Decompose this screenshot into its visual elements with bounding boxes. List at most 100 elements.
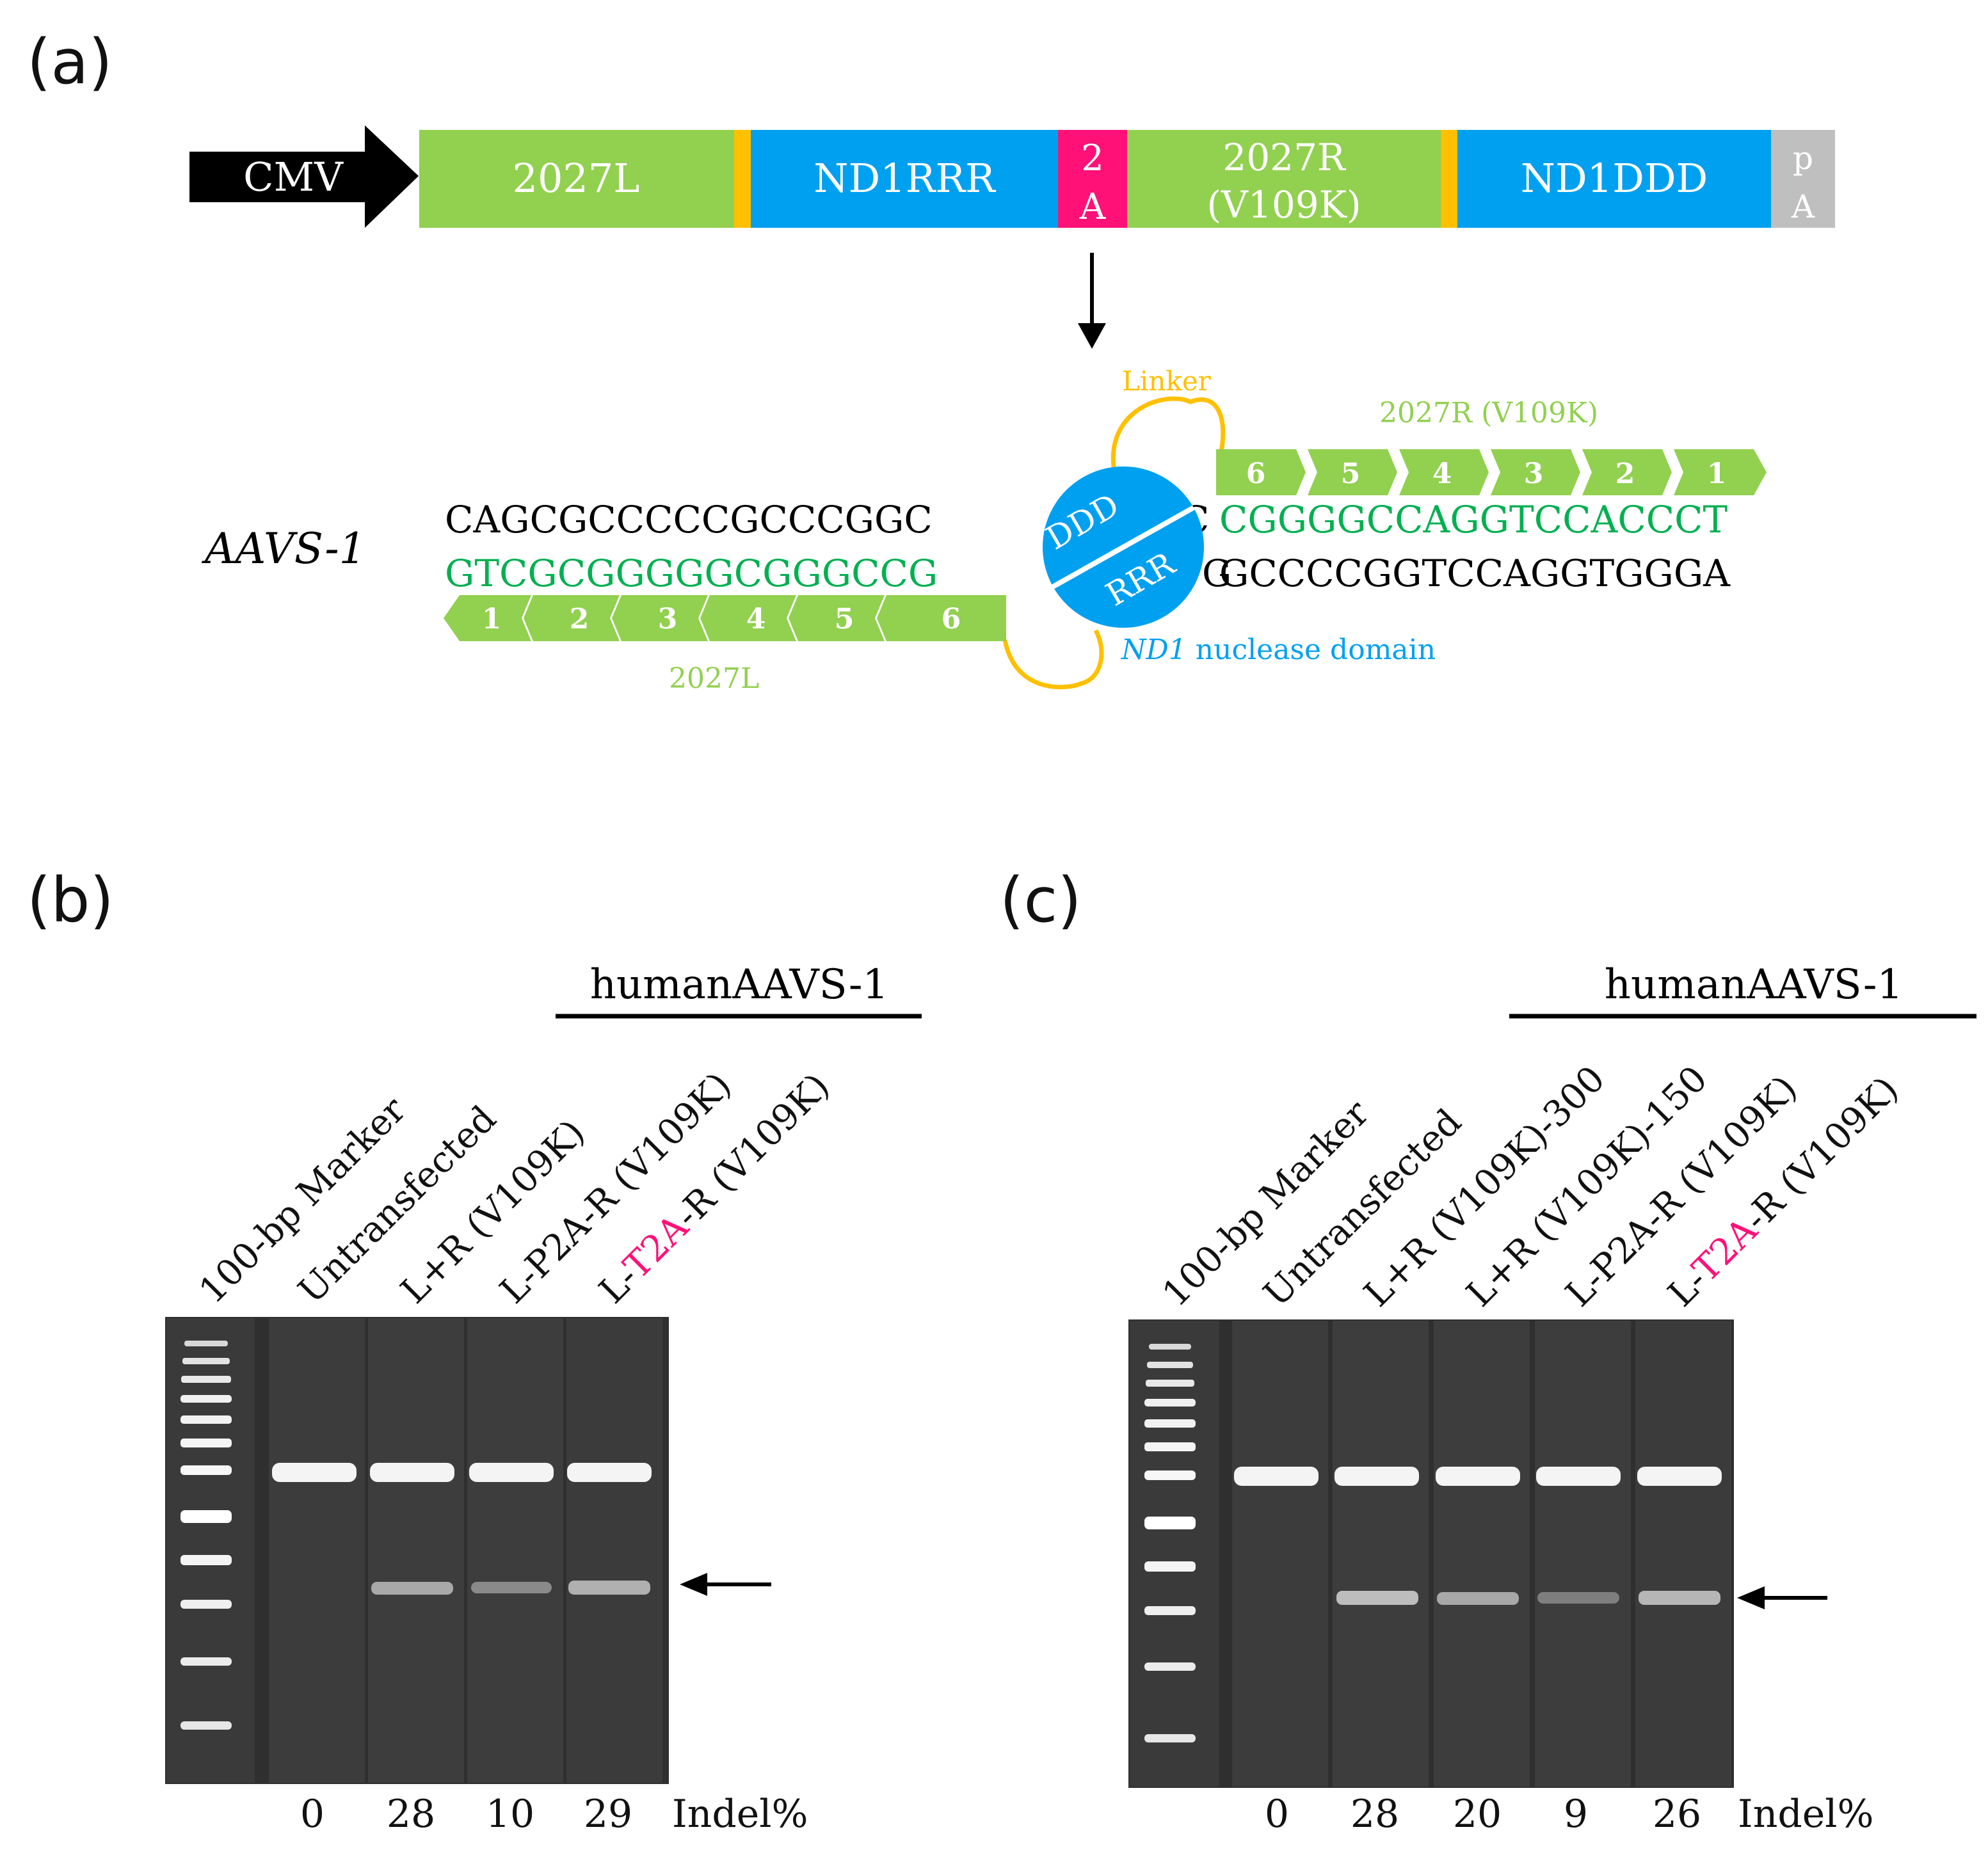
ladder-band <box>1144 1399 1196 1407</box>
indel-value: 0 <box>1265 1792 1289 1837</box>
panel-c-arrow-icon <box>1737 1586 1827 1609</box>
right-module-3 <box>1491 449 1580 495</box>
segment-pa <box>1771 130 1835 228</box>
cleavage-band <box>471 1582 552 1593</box>
locus-label: AAVS-1 <box>201 524 366 573</box>
ladder-band <box>1149 1344 1191 1350</box>
label-2027r: 2027R (V109K) <box>1379 397 1598 429</box>
seq-bottom-right: GCCCCGGTCCAGGTGGGA <box>1219 552 1731 595</box>
indel-value: 20 <box>1453 1792 1502 1837</box>
left-module-1 <box>444 595 531 641</box>
ladder-band <box>182 1358 230 1364</box>
left-module-5-label: 5 <box>835 603 854 635</box>
indel-value: 10 <box>486 1792 534 1837</box>
parental-band <box>1335 1467 1419 1486</box>
ladder-band <box>1144 1419 1196 1428</box>
parental-band <box>272 1463 357 1482</box>
ladder-band <box>1144 1561 1196 1572</box>
segment-2027r-label-top: 2027R <box>1222 136 1347 179</box>
ladder-band <box>180 1555 232 1565</box>
segment-2a-label-bottom: A <box>1079 186 1106 228</box>
indel-value: 28 <box>387 1792 435 1837</box>
segment-2a-label-top: 2 <box>1081 138 1104 179</box>
right-module-5 <box>1308 449 1397 495</box>
segment-2027l <box>419 130 734 228</box>
right-module-1 <box>1674 449 1767 495</box>
indel-value: 0 <box>300 1792 325 1837</box>
indel-value: 26 <box>1653 1792 1701 1837</box>
label-2027l: 2027L <box>669 662 759 695</box>
panel-b-label: (b) <box>27 865 114 936</box>
segment-nd1ddd-label: ND1DDD <box>1521 155 1708 202</box>
segment-pa-label-top: p <box>1793 139 1813 177</box>
ladder-band <box>180 1721 232 1730</box>
gel-b-marker-lane <box>166 1318 255 1783</box>
seq-top-left: CAGCGCCCCCGCCCGGC <box>445 498 933 541</box>
right-module-2-label: 2 <box>1615 458 1635 490</box>
ladder-band <box>180 1657 232 1666</box>
left-module-1-label: 1 <box>482 603 502 635</box>
left-modules: 1 2 3 4 5 6 <box>444 595 1006 641</box>
nuclease-domain-label: ND1 nuclease domain <box>1121 634 1436 666</box>
indel-value: 9 <box>1564 1792 1588 1837</box>
parental-band <box>1436 1467 1520 1486</box>
linker-block-2 <box>1441 130 1457 228</box>
left-module-2 <box>524 595 620 641</box>
down-arrow-icon <box>1078 253 1106 349</box>
panel-b-arrow-icon <box>680 1573 771 1596</box>
gel-b <box>165 1317 669 1784</box>
ladder-band <box>181 1376 231 1383</box>
cleavage-band <box>568 1581 650 1595</box>
ladder-band <box>180 1510 232 1523</box>
gel-b-lane-4 <box>467 1318 563 1783</box>
parental-band <box>1637 1467 1722 1486</box>
right-module-4 <box>1399 449 1489 495</box>
right-modules: 6 5 4 3 2 1 <box>1216 449 1767 495</box>
ladder-band <box>1144 1470 1196 1480</box>
parental-band <box>567 1463 652 1482</box>
right-module-6-label: 6 <box>1246 458 1266 490</box>
segment-2a <box>1058 130 1127 228</box>
parental-band <box>370 1463 454 1482</box>
ladder-band <box>1147 1362 1193 1368</box>
linker-label: Linker <box>1122 365 1212 397</box>
left-module-4-label: 4 <box>746 603 766 635</box>
cleavage-band <box>1639 1591 1720 1605</box>
ladder-band <box>1144 1517 1196 1529</box>
cmv-label: CMV <box>243 154 344 200</box>
ladder-band <box>180 1465 232 1475</box>
parental-band <box>469 1463 554 1482</box>
gel-c-marker-lane <box>1130 1321 1219 1787</box>
nuclease-domain-circle: DDD RRR <box>1040 466 1204 628</box>
cleavage-band <box>1336 1591 1418 1605</box>
ladder-band <box>1146 1380 1194 1387</box>
gel-c-lane-2 <box>1232 1321 1328 1787</box>
right-module-5-label: 5 <box>1341 458 1361 490</box>
indel-label: Indel% <box>672 1792 808 1837</box>
panel-b-indel-values: 0 28 10 29 Indel% <box>300 1792 808 1837</box>
ladder-band <box>180 1415 232 1424</box>
gel-b-lane-5 <box>566 1318 662 1783</box>
left-module-4 <box>700 595 796 641</box>
left-module-2-label: 2 <box>570 603 589 635</box>
panel-a-label: (a) <box>27 26 113 98</box>
panel-c-group-label: humanAAVS-1 <box>1605 961 1904 1008</box>
indel-value: 29 <box>584 1792 632 1837</box>
segment-2027r-label-bottom: (V109K) <box>1206 183 1361 227</box>
linker-curve-bottom <box>1002 629 1104 690</box>
cmv-promoter-arrow <box>189 125 419 228</box>
target-schematic: AAVS-1 Linker 2027R (V109K) 6 5 4 3 2 1 … <box>201 365 1767 695</box>
ladder-band <box>1144 1734 1196 1742</box>
left-module-6 <box>877 595 1006 641</box>
parental-band <box>1536 1467 1621 1486</box>
linker-block-1 <box>734 130 751 228</box>
seq-bottom-mid: G <box>1202 552 1231 595</box>
left-module-3 <box>612 595 708 641</box>
gel-c-lane-3 <box>1333 1321 1429 1787</box>
gel-c <box>1128 1319 1734 1788</box>
right-module-4-label: 4 <box>1432 458 1452 490</box>
segment-nd1ddd <box>1457 130 1771 228</box>
indel-value: 28 <box>1351 1792 1399 1837</box>
